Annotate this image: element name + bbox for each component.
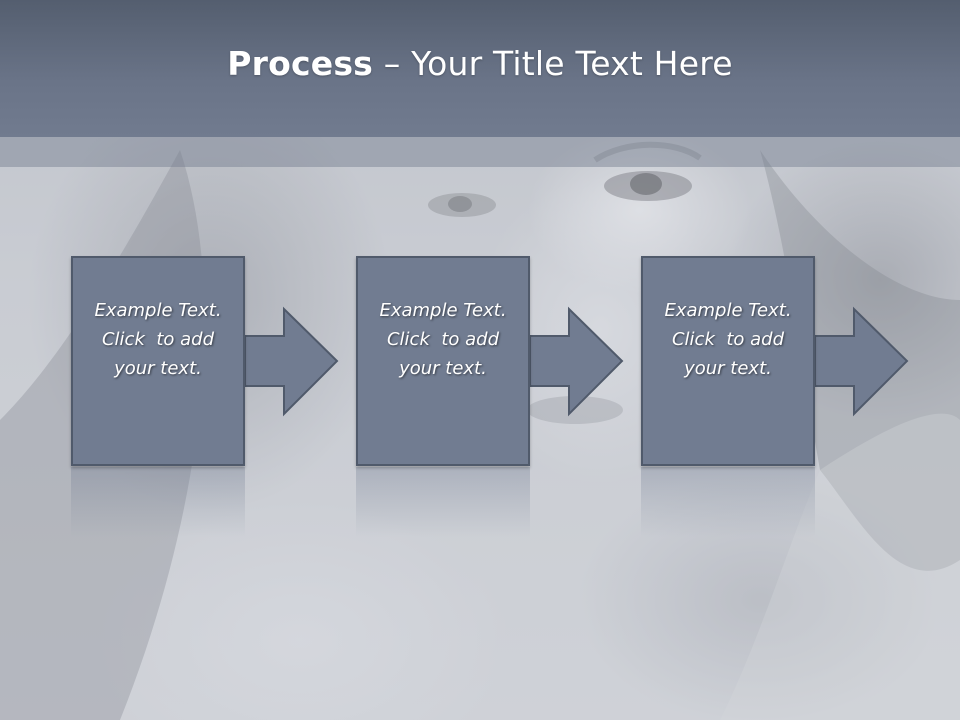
step-3-line-2: Click to add [671,328,784,350]
step-3-line-3: your text. [684,357,772,379]
step-1-text: Example Text. Click to add your text. [78,296,238,383]
step-1-arrow [244,306,339,417]
step-3-reflection [641,467,815,537]
step-2-line-3: your text. [399,357,487,379]
slide-title[interactable]: Process – Your Title Text Here [227,44,733,83]
title-bar: Process – Your Title Text Here [0,0,960,137]
step-3-line-1: Example Text. [664,299,792,321]
step-2-box[interactable]: Example Text. Click to add your text. [356,256,530,466]
step-3-box[interactable]: Example Text. Click to add your text. [641,256,815,466]
step-2-line-2: Click to add [386,328,499,350]
step-3-arrow [814,306,909,417]
step-2-arrow [529,306,624,417]
step-1-line-3: your text. [114,357,202,379]
step-1-line-1: Example Text. [94,299,222,321]
slide-title-bold: Process [227,44,374,83]
step-2-line-1: Example Text. [379,299,507,321]
step-1-line-2: Click to add [101,328,214,350]
step-1-reflection [71,467,245,537]
step-2-text: Example Text. Click to add your text. [363,296,523,383]
step-2-reflection [356,467,530,537]
step-3-text: Example Text. Click to add your text. [648,296,808,383]
step-1-box[interactable]: Example Text. Click to add your text. [71,256,245,466]
slide-title-rest: – Your Title Text Here [373,44,733,83]
title-accent-band [0,137,960,167]
